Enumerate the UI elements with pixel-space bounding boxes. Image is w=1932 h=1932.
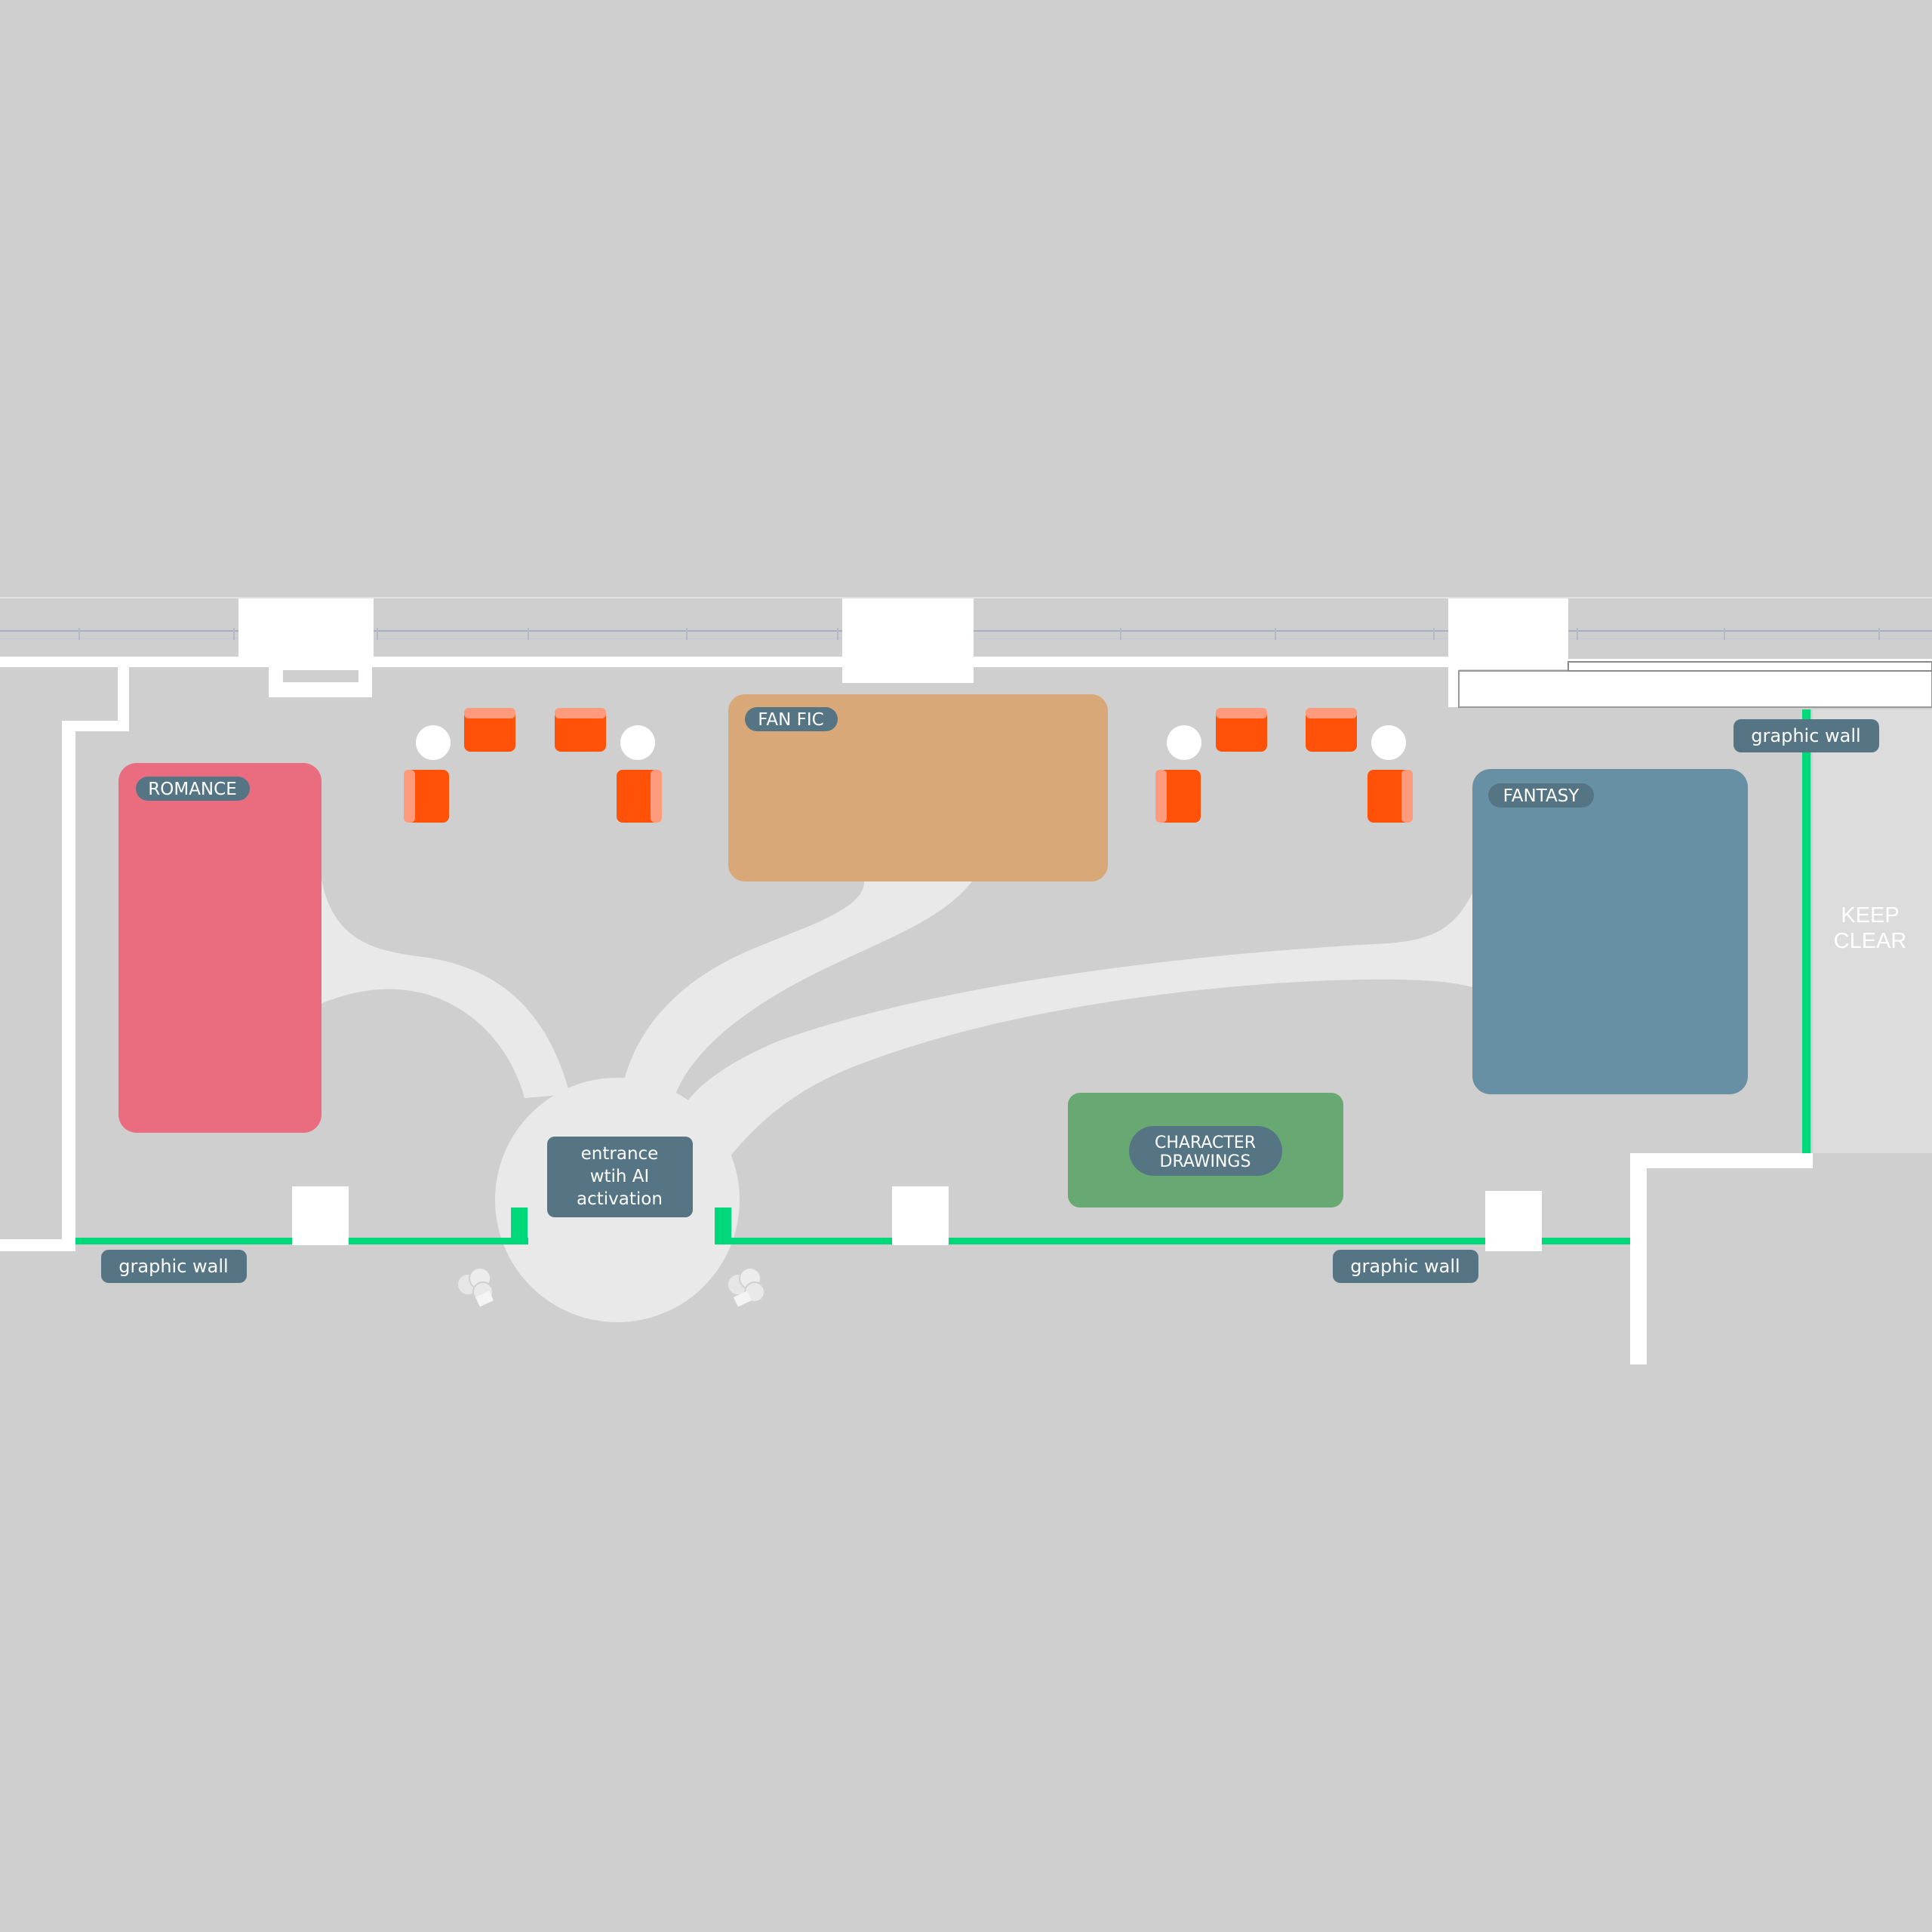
stool-icon <box>620 725 655 760</box>
entrance-label: entrance wtih AI activation <box>547 1137 693 1217</box>
stool-icon <box>1167 725 1201 760</box>
fan-fic-label: FAN FIC <box>745 707 838 731</box>
walls <box>0 598 1932 1364</box>
armchair-icon <box>464 708 515 752</box>
armchair-icon <box>617 770 662 823</box>
keep-clear-line2: CLEAR <box>1834 929 1907 953</box>
graphic-wall-label: graphic wall <box>101 1250 247 1283</box>
keep-clear-area: KEEP CLEAR <box>1813 709 1932 1153</box>
svg-text:DRAWINGS: DRAWINGS <box>1160 1152 1251 1171</box>
svg-text:FANTASY: FANTASY <box>1503 786 1580 806</box>
svg-text:activation: activation <box>577 1189 663 1209</box>
fantasy-label: FANTASY <box>1488 783 1594 808</box>
svg-text:graphic wall: graphic wall <box>1751 725 1860 746</box>
character-drawings-label: CHARACTER DRAWINGS <box>1129 1126 1282 1176</box>
stool-icon <box>1371 725 1406 760</box>
seating-left <box>404 708 662 823</box>
armchair-icon <box>1306 708 1357 752</box>
armchair-icon <box>404 770 449 823</box>
armchair-icon <box>1367 770 1413 823</box>
keep-clear-line1: KEEP <box>1841 903 1899 928</box>
graphic-wall-label: graphic wall <box>1333 1250 1478 1283</box>
fantasy-zone <box>1472 769 1748 1094</box>
armchair-icon <box>555 708 606 752</box>
plant-icon <box>457 1267 494 1307</box>
svg-text:ROMANCE: ROMANCE <box>148 780 236 799</box>
door-recess <box>283 670 358 682</box>
stool-icon <box>416 725 451 760</box>
svg-text:CHARACTER: CHARACTER <box>1155 1134 1256 1152</box>
svg-text:graphic wall: graphic wall <box>118 1256 228 1277</box>
svg-text:graphic wall: graphic wall <box>1350 1256 1460 1277</box>
graphic-wall-label: graphic wall <box>1734 719 1879 752</box>
fan-fic-zone <box>728 694 1108 881</box>
armchair-icon <box>1155 770 1201 823</box>
armchair-icon <box>1216 708 1267 752</box>
romance-label: ROMANCE <box>136 777 250 801</box>
svg-text:wtih AI: wtih AI <box>590 1167 650 1186</box>
seating-right <box>1155 708 1413 823</box>
svg-text:entrance: entrance <box>581 1144 659 1164</box>
romance-zone <box>118 763 321 1133</box>
svg-text:FAN FIC: FAN FIC <box>758 710 823 730</box>
plant-icon <box>727 1267 765 1307</box>
